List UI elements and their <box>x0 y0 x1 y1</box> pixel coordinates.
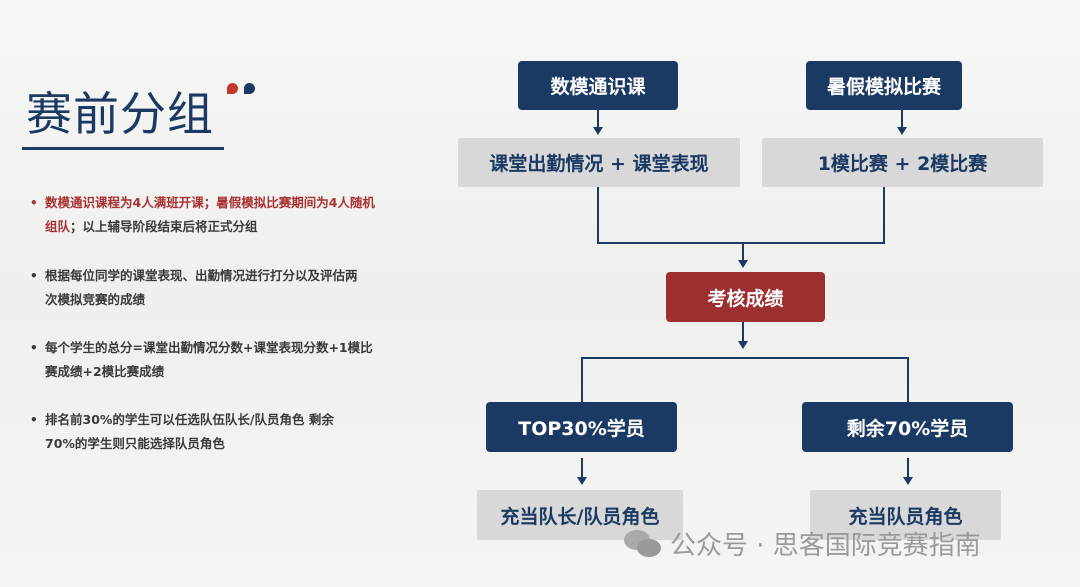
arrow-down-icon <box>903 477 913 485</box>
bullet-text: 排名前30%的学生可以任选队伍队长/队员角色 剩余70%的学生则只能选择队员角色 <box>45 412 334 451</box>
watermark: 公众号 · 思客国际竞赛指南 <box>622 525 981 562</box>
connector <box>581 357 583 402</box>
slide-title: 赛前分组 <box>26 87 214 141</box>
node-summer-contest: 暑假模拟比赛 <box>806 61 962 110</box>
connector <box>742 322 744 342</box>
arrow-down-icon <box>897 127 907 135</box>
bullet-item: • 根据每位同学的课堂表现、出勤情况进行打分以及评估两次模拟竞赛的成绩 <box>30 264 360 312</box>
connector <box>883 187 885 244</box>
connector <box>597 187 599 244</box>
arrow-down-icon <box>593 127 603 135</box>
node-assessment: 考核成绩 <box>666 272 825 322</box>
bullet-text: 根据每位同学的课堂表现、出勤情况进行打分以及评估两次模拟竞赛的成绩 <box>45 268 358 307</box>
node-class-performance: 课堂出勤情况 + 课堂表现 <box>458 138 740 187</box>
wechat-icon <box>624 529 661 557</box>
node-member-role: 充当队员角色 <box>810 490 1001 540</box>
arrow-down-icon <box>738 341 748 349</box>
watermark-text: 公众号 · 思客国际竞赛指南 <box>670 531 981 561</box>
bullet-mark: • <box>30 413 38 427</box>
connector <box>581 357 909 359</box>
connector <box>597 110 599 128</box>
connector <box>907 458 909 478</box>
bullet-text: ；以上辅导阶段结束后将正式分组 <box>70 219 258 234</box>
arrow-down-icon <box>738 260 748 268</box>
bullet-mark: • <box>30 196 38 210</box>
node-top30: TOP30%学员 <box>486 402 677 452</box>
node-rest70: 剩余70%学员 <box>802 402 1013 452</box>
connector <box>901 110 903 128</box>
red-dot-icon <box>227 83 238 94</box>
bullet-mark: • <box>30 341 38 355</box>
node-captain-role: 充当队长/队员角色 <box>477 490 683 540</box>
node-mock-contests: 1模比赛 + 2模比赛 <box>762 138 1043 187</box>
bullet-text: 每个学生的总分=课堂出勤情况分数+课堂表现分数+1模比赛成绩+2模比赛成绩 <box>45 340 373 379</box>
connector <box>742 243 744 261</box>
connector <box>907 357 909 402</box>
connector <box>581 458 583 478</box>
bullet-mark: • <box>30 269 38 283</box>
connector <box>597 242 885 244</box>
bullet-item: • 每个学生的总分=课堂出勤情况分数+课堂表现分数+1模比赛成绩+2模比赛成绩 <box>30 336 375 384</box>
bullet-item: • 数模通识课程为4人满班开课；暑假模拟比赛期间为4人随机组队；以上辅导阶段结束… <box>30 191 375 239</box>
navy-dot-icon <box>244 83 255 94</box>
bullet-highlight: 数模通识课程为4人满班开课；暑假模拟比赛期间为4人随机组队 <box>45 195 375 234</box>
node-math-course: 数模通识课 <box>518 61 678 110</box>
title-underline <box>22 147 224 150</box>
arrow-down-icon <box>577 477 587 485</box>
bullet-item: • 排名前30%的学生可以任选队伍队长/队员角色 剩余70%的学生则只能选择队员… <box>30 408 345 456</box>
